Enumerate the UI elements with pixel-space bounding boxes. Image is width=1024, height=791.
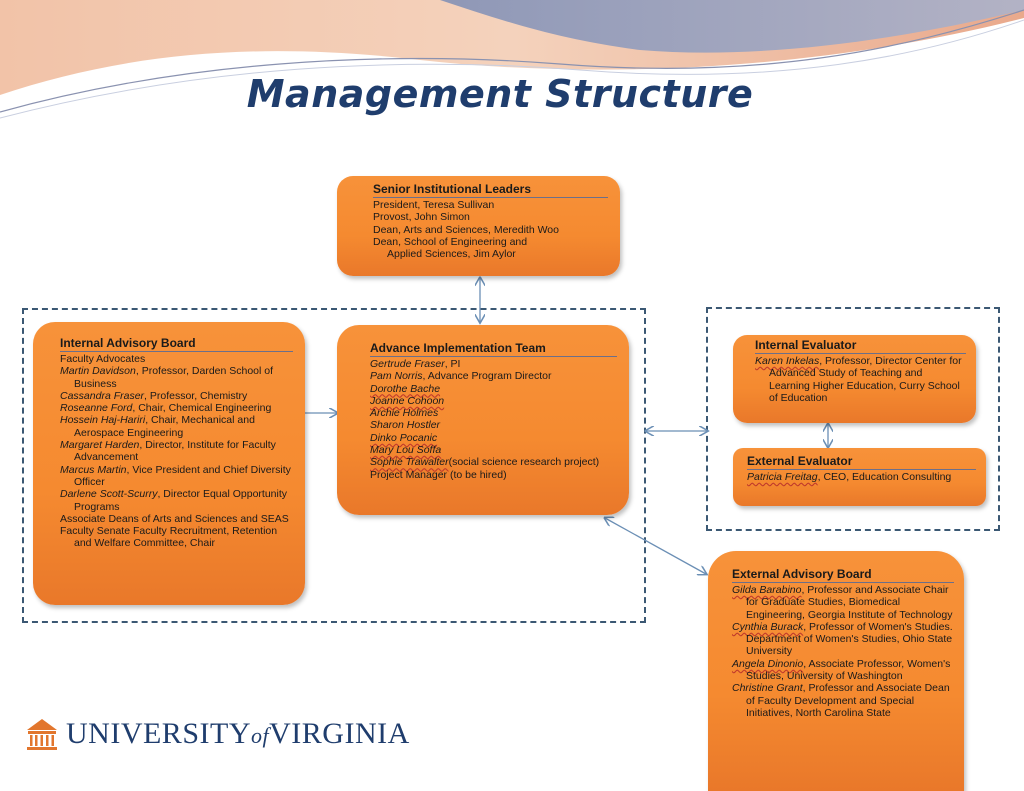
list-item: Christine Grant, Professor and Associate… — [732, 682, 954, 719]
person-name: Angela Dinonio — [732, 657, 804, 670]
list-item: Dinko Pocanic — [370, 432, 617, 444]
logo-wordmark: UNIVERSITYofVIRGINIA — [66, 717, 410, 750]
external-evaluator-box: External Evaluator Patricia Freitag, CEO… — [733, 448, 986, 506]
list-item: Joanne Cohoon — [370, 395, 617, 407]
list-item: Gilda Barabino, Professor and Associate … — [732, 584, 954, 621]
person-role: , Director, Institute for Faculty Advanc… — [74, 439, 276, 464]
arrow-implementation-external-board — [605, 518, 706, 574]
person-role: , Professor and Associate Chair for Grad… — [746, 584, 953, 621]
internal-group-border — [22, 308, 646, 623]
internal-evaluator-list: Karen Inkelas, Professor, Director Cente… — [755, 355, 966, 404]
list-item: Patricia Freitag, CEO, Education Consult… — [747, 471, 976, 483]
person-name: Christine Grant — [732, 682, 803, 695]
person-role: Faculty Advocates — [60, 353, 146, 365]
implementation-heading: Advance Implementation Team — [370, 341, 617, 357]
internal-advisory-board-box: Internal Advisory Board Faculty Advocate… — [33, 322, 305, 605]
person-name: Marcus Martin — [60, 463, 127, 476]
person-name: Gertrude Fraser — [370, 358, 445, 370]
internal-board-heading: Internal Advisory Board — [60, 336, 293, 352]
list-item: Gertrude Fraser, PI — [370, 358, 617, 370]
person-role: , Vice President and Chief Diversity Off… — [74, 463, 291, 488]
person-role: Associate Deans of Arts and Sciences and… — [60, 512, 289, 525]
senior-line: Provost, John Simon — [373, 211, 470, 224]
list-item: Hossein Haj-Hariri, Chair, Mechanical an… — [60, 414, 293, 439]
person-name: Sophie Trawalter — [370, 456, 449, 469]
list-item: Martin Davidson, Professor, Darden Schoo… — [60, 365, 293, 390]
person-role: Faculty Senate Faculty Recruitment, Rete… — [60, 525, 278, 550]
person-role: , PI — [444, 358, 461, 370]
senior-line: Dean, Arts and Sciences, Meredith Woo — [373, 223, 559, 236]
person-name: Dorothe Bache — [370, 382, 441, 395]
list-item: Margaret Harden, Director, Institute for… — [60, 439, 293, 464]
person-role: , Associate Professor, Women's Studies, … — [746, 657, 951, 683]
rotunda-icon — [27, 719, 57, 750]
list-item: Angela Dinonio, Associate Professor, Wom… — [732, 658, 954, 683]
senior-line: Applied Sciences, Jim Aylor — [387, 248, 516, 261]
person-name: Pam Norris — [370, 370, 423, 383]
person-name: Margaret Harden — [60, 439, 140, 452]
implementation-team-box: Advance Implementation Team Gertrude Fra… — [337, 325, 629, 515]
list-item: Cynthia Burack, Professor of Women's Stu… — [732, 621, 954, 658]
external-board-list: Gilda Barabino, Professor and Associate … — [732, 584, 954, 719]
list-item: Sophie Trawalter(social science research… — [370, 456, 617, 468]
senior-leaders-box: Senior Institutional Leaders President, … — [337, 176, 620, 276]
person-name: Darlene Scott-Scurry — [60, 488, 158, 501]
list-item: Archie Holmes — [370, 407, 617, 419]
person-role: , Chair, Chemical Engineering — [132, 402, 272, 415]
person-name: Karen Inkelas — [755, 355, 820, 367]
person-role: (social science research project) — [448, 456, 600, 469]
list-item: Pam Norris, Advance Program Director — [370, 370, 617, 382]
person-name: Martin Davidson — [60, 365, 136, 378]
list-item: Mary Lou Soffa — [370, 444, 617, 456]
person-name: Cassandra Fraser — [60, 389, 145, 402]
senior-leaders-heading: Senior Institutional Leaders — [373, 182, 608, 198]
list-item: Dorothe Bache — [370, 383, 617, 395]
list-item: Cassandra Fraser, Professor, Chemistry — [60, 390, 293, 402]
evaluator-group-border — [706, 307, 1000, 531]
person-name: Cynthia Burack — [732, 620, 804, 633]
person-name: Dinko Pocanic — [370, 431, 438, 444]
person-name: Gilda Barabino — [732, 584, 802, 596]
external-board-heading: External Advisory Board — [732, 567, 954, 583]
person-name: Joanne Cohoon — [370, 394, 445, 407]
person-role: , Chair, Mechanical and Aerospace Engine… — [74, 414, 255, 439]
external-evaluator-heading: External Evaluator — [747, 454, 976, 470]
university-logo: UNIVERSITYofVIRGINIA — [24, 712, 410, 756]
list-item: Associate Deans of Arts and Sciences and… — [60, 513, 293, 525]
list-item: Faculty Advocates — [60, 353, 293, 365]
person-role: , Professor, Chemistry — [144, 389, 248, 402]
person-name: Mary Lou Soffa — [370, 444, 442, 457]
person-role: , Director Equal Opportunity Programs — [74, 488, 288, 513]
person-role: , Professor and Associate Dean of Facult… — [746, 682, 950, 719]
person-name: Roseanne Ford — [60, 402, 133, 415]
person-role: , CEO, Education Consulting — [817, 471, 952, 483]
page-title: Management Structure — [246, 72, 754, 116]
internal-evaluator-heading: Internal Evaluator — [755, 338, 966, 354]
person-role: , Professor of Women's Studies. Departme… — [746, 620, 953, 658]
list-item: Project Manager (to be hired) — [370, 469, 617, 481]
list-item: Roseanne Ford, Chair, Chemical Engineeri… — [60, 402, 293, 414]
person-role: Project Manager (to be hired) — [370, 468, 507, 481]
person-role: , Professor, Director Center for Advance… — [769, 355, 962, 404]
list-item: Darlene Scott-Scurry, Director Equal Opp… — [60, 488, 293, 513]
person-name: Sharon Hostler — [370, 419, 441, 432]
senior-line: Dean, School of Engineering and — [373, 235, 528, 248]
person-name: Hossein Haj-Hariri — [60, 414, 146, 427]
external-evaluator-list: Patricia Freitag, CEO, Education Consult… — [747, 471, 976, 483]
list-item: Karen Inkelas, Professor, Director Cente… — [755, 355, 966, 404]
list-item: Sharon Hostler — [370, 419, 617, 431]
senior-line: President, Teresa Sullivan — [373, 199, 495, 211]
list-item: Marcus Martin, Vice President and Chief … — [60, 464, 293, 489]
internal-evaluator-box: Internal Evaluator Karen Inkelas, Profes… — [733, 335, 976, 423]
external-advisory-board-box: External Advisory Board Gilda Barabino, … — [708, 551, 964, 791]
person-role: , Advance Program Director — [422, 370, 552, 383]
person-role: , Professor, Darden School of Business — [74, 365, 274, 390]
person-name: Archie Holmes — [370, 407, 439, 420]
person-name: Patricia Freitag — [747, 471, 818, 483]
header-swoosh-decoration — [0, 0, 1024, 119]
list-item: Faculty Senate Faculty Recruitment, Rete… — [60, 525, 293, 550]
